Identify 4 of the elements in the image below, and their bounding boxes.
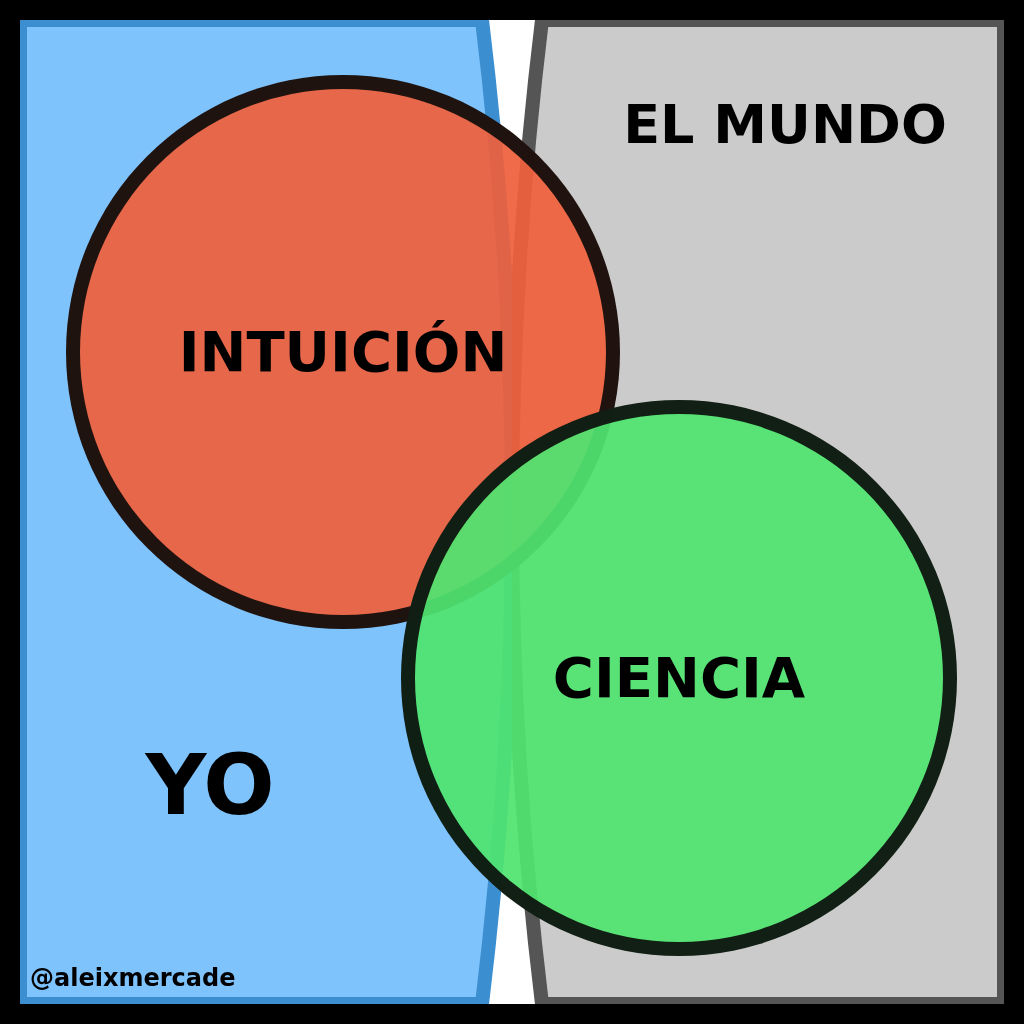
region-title: YO — [145, 743, 275, 827]
circle-label: CIENCIA — [552, 650, 806, 706]
region-title: EL MUNDO — [623, 98, 947, 152]
credit-text: @aleixmercade — [30, 966, 236, 990]
